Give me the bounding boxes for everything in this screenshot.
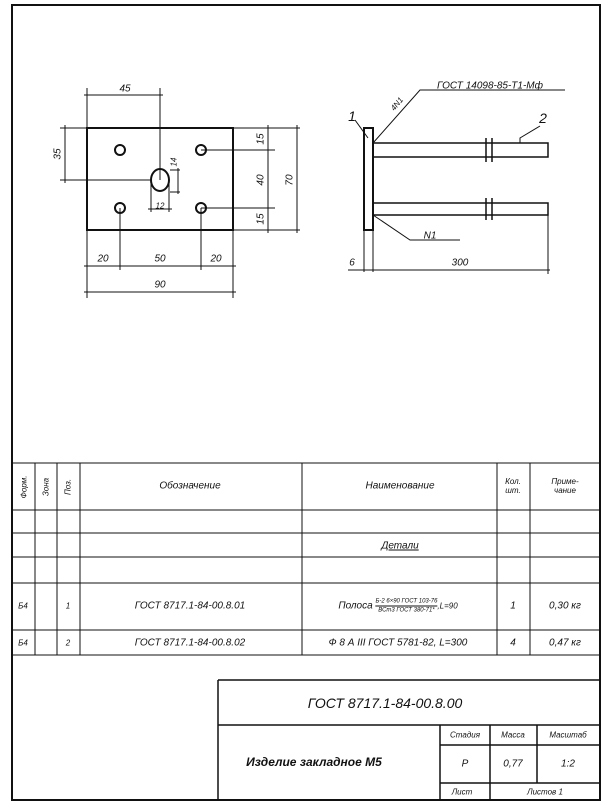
sheet-frame — [11, 4, 601, 801]
side-view — [348, 89, 565, 274]
dim-20-right: 20 — [210, 253, 222, 265]
gost-weld-note: ГОСТ 14098-85-Т1-Мф — [437, 80, 543, 92]
mass-label: Масса — [501, 730, 525, 740]
dim-20-left: 20 — [97, 253, 109, 265]
plate-plan-view — [60, 88, 300, 298]
header-name: Наименование — [365, 480, 435, 492]
fraction-numerator: Б-2 6×90 ГОСТ 103-76 — [375, 598, 438, 607]
sheets-label: Листов 1 — [527, 787, 563, 797]
cell-format: Б4 — [18, 601, 28, 611]
item-name: Изделие закладное М5 — [246, 755, 382, 769]
cell-pos: 2 — [65, 638, 71, 648]
cell-qty: 4 — [510, 637, 516, 649]
document-code: ГОСТ 8717.1-84-00.8.00 — [307, 695, 463, 711]
header-note: Приме-чание — [551, 477, 579, 495]
section-details: Детали — [381, 540, 419, 552]
cell-qty: 1 — [510, 600, 516, 612]
position-2-label: 2 — [539, 110, 547, 126]
dim-40: 40 — [255, 174, 267, 186]
scale-label: Масштаб — [549, 730, 587, 740]
dim-50: 50 — [154, 253, 166, 265]
weld-label-n1: N1 — [423, 230, 437, 242]
cell-name: Ф 8 А III ГОСТ 5781-82, L=300 — [328, 637, 468, 649]
mass-value: 0,77 — [503, 758, 523, 770]
spec-table-lines — [12, 462, 600, 656]
cell-designation: ГОСТ 8717.1-84-00.8.01 — [134, 600, 246, 612]
dim-300: 300 — [451, 257, 469, 269]
header-designation: Обозначение — [159, 480, 221, 492]
dim-90: 90 — [154, 279, 166, 291]
name-suffix: ,L=90 — [437, 601, 458, 611]
hole — [114, 144, 126, 156]
cell-format: Б4 — [18, 638, 28, 648]
name-prefix: Полоса — [338, 600, 373, 612]
dim-14: 14 — [169, 157, 179, 167]
dim-45: 45 — [119, 83, 131, 95]
stage-value: Р — [461, 758, 469, 770]
dim-12: 12 — [155, 201, 165, 211]
dim-35: 35 — [52, 148, 64, 160]
dim-6: 6 — [349, 257, 355, 269]
sheet-label: Лист — [451, 787, 473, 797]
dim-15-top: 15 — [255, 133, 267, 145]
dim-70: 70 — [284, 174, 296, 186]
cell-designation: ГОСТ 8717.1-84-00.8.02 — [134, 637, 246, 649]
header-zone: Зона — [41, 477, 51, 497]
cell-note: 0,47 кг — [549, 637, 581, 649]
header-pos: Поз. — [63, 478, 73, 496]
header-format: Форм. — [19, 475, 29, 499]
position-1-label: 1 — [348, 108, 356, 124]
dim-15-bottom: 15 — [255, 213, 267, 225]
title-block-lines — [217, 679, 600, 800]
header-qty: Кол. шт. — [505, 477, 521, 495]
cell-note: 0,30 кг — [549, 600, 581, 612]
stage-label: Стадия — [450, 730, 480, 740]
scale-value: 1:2 — [561, 758, 575, 770]
cell-pos: 1 — [65, 601, 71, 611]
fraction-denominator: ВСт3 ГОСТ 380-71* — [378, 607, 435, 614]
